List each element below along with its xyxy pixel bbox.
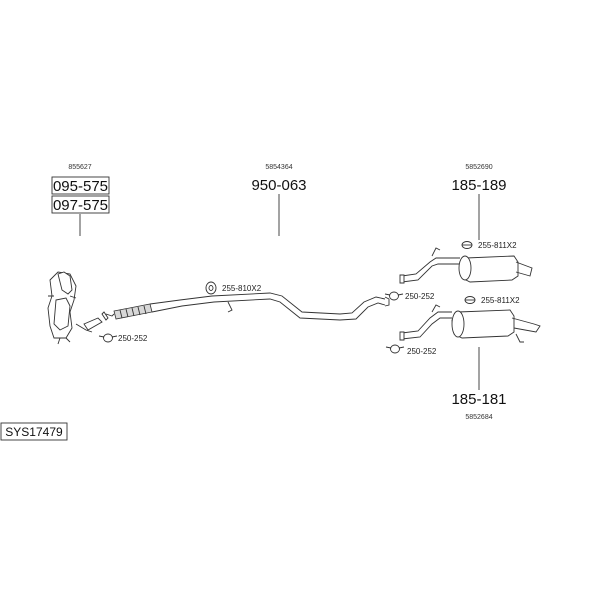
clamp-front[interactable]: 250-252	[98, 333, 148, 343]
hanger-middle[interactable]: 255-810X2	[205, 281, 262, 295]
rear-silencer-upper-drawing[interactable]	[399, 247, 533, 284]
hanger-upper-label: 255-811X2	[478, 241, 517, 250]
hanger-middle-label: 255-810X2	[222, 284, 262, 293]
clamp-front-label: 250-252	[118, 334, 148, 343]
catalyst-oe-number: 855627	[68, 164, 91, 171]
middle-pipe-oe-number: 5854364	[265, 164, 292, 171]
catalyst-drawing[interactable]	[47, 271, 103, 345]
clamp-lower[interactable]: 250-252	[385, 344, 437, 356]
catalyst-part-number-1[interactable]: 095-575	[51, 176, 110, 195]
catalyst-part-number-1-label: 095-575	[53, 178, 108, 195]
clamp-lower-label: 250-252	[407, 347, 437, 356]
rear-silencer-lower-part-number[interactable]: 185-181	[451, 391, 506, 408]
rear-silencer-lower-drawing[interactable]	[399, 304, 541, 343]
clamp-icon	[390, 344, 400, 354]
system-code-box: SYS17479	[0, 422, 68, 441]
catalyst-part-number-2-label: 097-575	[53, 197, 108, 214]
clamp-icon	[103, 333, 113, 343]
middle-pipe-drawing[interactable]	[101, 292, 390, 321]
rubber-hanger-icon	[205, 281, 217, 295]
clamp-icon	[389, 291, 399, 301]
rear-silencer-upper-oe-number: 5852690	[465, 164, 492, 171]
system-code: SYS17479	[5, 425, 63, 439]
clamp-upper-label: 250-252	[405, 292, 435, 301]
catalyst-part-number-2[interactable]: 097-575	[51, 195, 110, 214]
middle-pipe-part-number[interactable]: 950-063	[251, 177, 306, 194]
hanger-lower[interactable]: 255-811X2	[464, 296, 520, 305]
clamp-upper[interactable]: 250-252	[384, 291, 435, 301]
hanger-upper[interactable]: 255-811X2	[461, 241, 517, 250]
hanger-lower-label: 255-811X2	[481, 296, 520, 305]
rear-silencer-lower-oe-number: 5852684	[465, 414, 492, 421]
rear-silencer-upper-part-number[interactable]: 185-189	[451, 177, 506, 194]
